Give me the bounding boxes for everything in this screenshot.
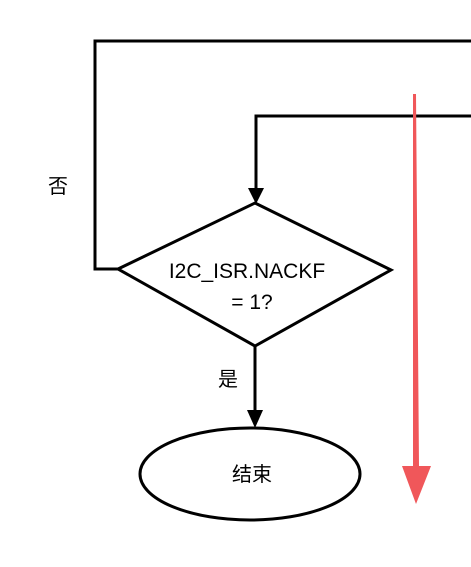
no-label: 否 xyxy=(48,174,68,198)
red-annotation-arrow xyxy=(402,94,431,504)
terminal-label: 结束 xyxy=(232,462,272,486)
loop-back-line xyxy=(93,39,471,271)
terminal-ellipse xyxy=(138,426,362,522)
yes-arrowhead xyxy=(247,410,263,428)
decision-text-line1: I2C_ISR.NACKF xyxy=(169,260,325,283)
yes-label: 是 xyxy=(218,367,238,391)
incoming-arrowhead xyxy=(248,188,264,204)
incoming-line xyxy=(254,114,471,190)
decision-text-line2: = 1? xyxy=(231,291,272,314)
